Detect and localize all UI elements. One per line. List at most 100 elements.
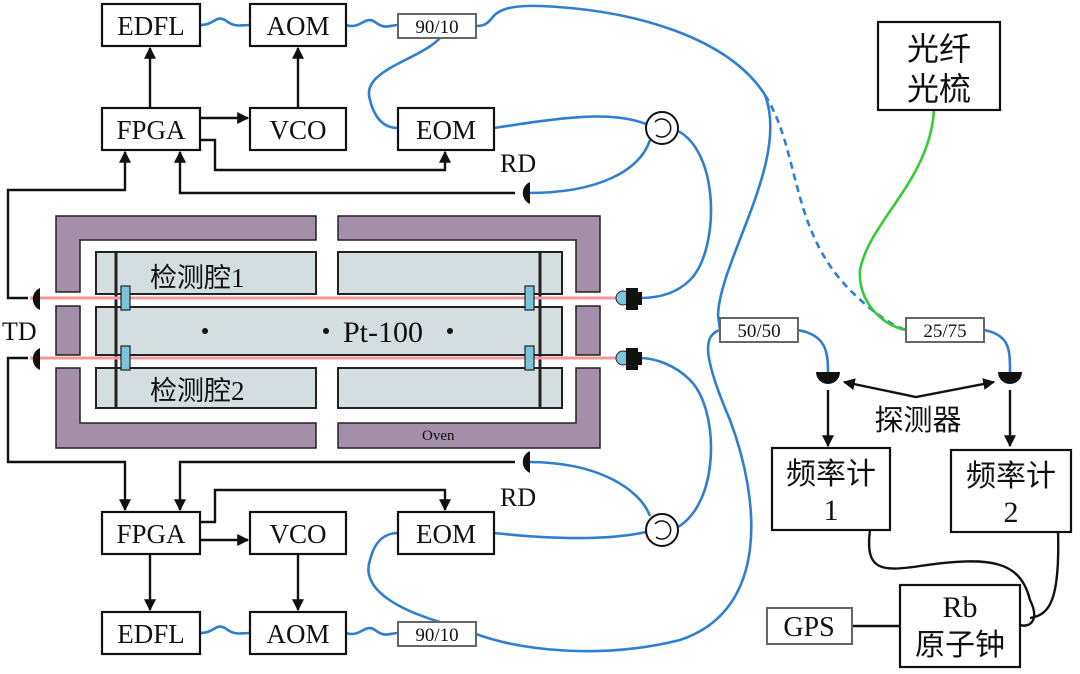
oven-label: Oven — [422, 428, 455, 444]
fiber-coupler-eom-top — [367, 37, 441, 130]
collimator-2-icon — [615, 348, 642, 370]
coupler-bottom-label: 90/10 — [415, 625, 458, 646]
fpga-top-label: FPGA — [116, 115, 186, 145]
aom-bottom-label: AOM — [266, 619, 329, 649]
cavity2-label: 检测腔2 — [150, 376, 245, 406]
oven-top-left — [55, 215, 317, 293]
fiber-paths — [199, 4, 1012, 653]
cavity2-right-block — [337, 367, 563, 409]
fpga-bottom-box — [100, 510, 202, 556]
fiber-50-50-detector1 — [797, 328, 830, 373]
oven — [55, 215, 601, 449]
circulator-top-icon — [645, 111, 679, 145]
fpga-top-box — [100, 106, 202, 152]
coupler-bottom-box — [397, 621, 477, 647]
fiber-circulator-cavity-bottom — [639, 356, 713, 530]
rb-clock-label-2: 原子钟 — [915, 629, 1005, 662]
fiber-circulator-cavity-top — [639, 128, 713, 300]
counter2-box — [949, 448, 1073, 534]
coupler-top-box — [397, 13, 477, 39]
collimator-1-icon — [615, 288, 642, 310]
counter1-number: 1 — [824, 494, 839, 527]
electrical-wires — [6, 46, 1060, 628]
sensor-point — [447, 328, 453, 334]
edfl-bottom-box — [100, 610, 202, 656]
fiber-comb — [858, 109, 936, 332]
measurement-section: 光纤 光梳 50/50 25/75 探测器 频率计 1 频率计 2 GPS Rb… — [719, 20, 1073, 669]
coupler-50-50-label: 50/50 — [737, 321, 780, 342]
fiber-edfl-aom-top — [199, 17, 251, 27]
fiber-aom-coupler-top — [345, 18, 399, 28]
fiber-comb-label-2: 光梳 — [907, 71, 971, 107]
coupler-25-75-label: 25/75 — [923, 321, 966, 342]
td-detector-2-icon — [32, 348, 40, 370]
fiber-circulator-rd-top — [527, 139, 652, 195]
fiber-coupler-eom-bottom — [367, 531, 441, 624]
vco-bottom-box — [248, 510, 348, 556]
photodetector-1-icon — [816, 372, 840, 384]
counter1-box — [770, 446, 892, 532]
wire-rd-fpga-top — [174, 150, 515, 195]
sensor-point — [202, 328, 208, 334]
mirror — [120, 345, 131, 371]
fiber-circulator-rd-bottom — [527, 460, 652, 517]
pt100-label: Pt-100 — [343, 316, 423, 349]
fiber-25-75-detector2 — [983, 328, 1012, 373]
aom-top-box — [248, 2, 348, 48]
wire-fpga-eom-bottom — [200, 488, 451, 524]
counter2-number: 2 — [1004, 496, 1019, 529]
vco-bottom-label: VCO — [269, 519, 326, 549]
fiber-edfl-aom-bottom — [199, 625, 251, 635]
rb-clock-label-1: Rb — [942, 591, 977, 624]
wire-fpga-eom-top — [200, 138, 451, 172]
fiber-comb-box — [876, 20, 1002, 112]
fiber-to-50-50 — [716, 94, 772, 331]
eom-top-label: EOM — [416, 115, 476, 145]
edfl-bottom-label: EDFL — [117, 619, 185, 649]
sensor-point — [323, 328, 329, 334]
cavity2-left-block — [95, 367, 317, 409]
counter2-label: 频率计 — [966, 460, 1056, 493]
vco-top-box — [248, 106, 348, 152]
wire-rd-fpga-bottom — [174, 460, 515, 512]
coupler-top-label: 90/10 — [415, 17, 458, 38]
fiber-coupler-out-top — [475, 4, 767, 96]
eom-bottom-box — [396, 510, 496, 556]
mirror — [120, 285, 131, 311]
edfl-top-label: EDFL — [117, 11, 185, 41]
oven-bottom-left — [55, 367, 317, 449]
rd-detector-top-icon — [522, 182, 530, 204]
gps-box — [766, 607, 853, 645]
td-detector-1-icon — [32, 288, 40, 310]
cavities: 检测腔1 检测腔2 Pt-100 Oven TD — [2, 251, 625, 444]
fpga-bottom-label: FPGA — [116, 519, 186, 549]
fiber-eom-circulator-bottom — [493, 530, 647, 540]
counter1-label: 频率计 — [786, 458, 876, 491]
detectors — [32, 111, 1022, 547]
wire-td-fpga-top — [6, 150, 131, 300]
td-label: TD — [2, 317, 37, 346]
mirror — [524, 345, 535, 371]
oven-mid-left — [55, 305, 81, 356]
circulator-bottom-icon — [645, 513, 679, 547]
cavity1-label: 检测腔1 — [150, 263, 245, 293]
eom-top-box — [396, 106, 496, 152]
wire-td-fpga-bottom — [6, 356, 131, 512]
photodetector-2-icon — [998, 372, 1022, 384]
fiber-aom-coupler-bottom — [345, 626, 399, 636]
aom-top-label: AOM — [266, 11, 329, 41]
cavity1-left-block — [95, 251, 317, 295]
coupler-25-75-box — [905, 317, 985, 343]
edfl-top-box — [100, 2, 202, 48]
oven-top-right — [337, 215, 601, 293]
fiber-dashed-to-25-75 — [763, 94, 907, 332]
fiber-comb-label-1: 光纤 — [907, 31, 971, 67]
eom-bottom-label: EOM — [416, 519, 476, 549]
vco-top-label: VCO — [269, 115, 326, 145]
oven-mid-right — [575, 305, 601, 356]
rd-bottom-label: RD — [500, 483, 536, 512]
rd-detector-bottom-icon — [522, 451, 530, 473]
rb-clock-box — [898, 583, 1022, 669]
